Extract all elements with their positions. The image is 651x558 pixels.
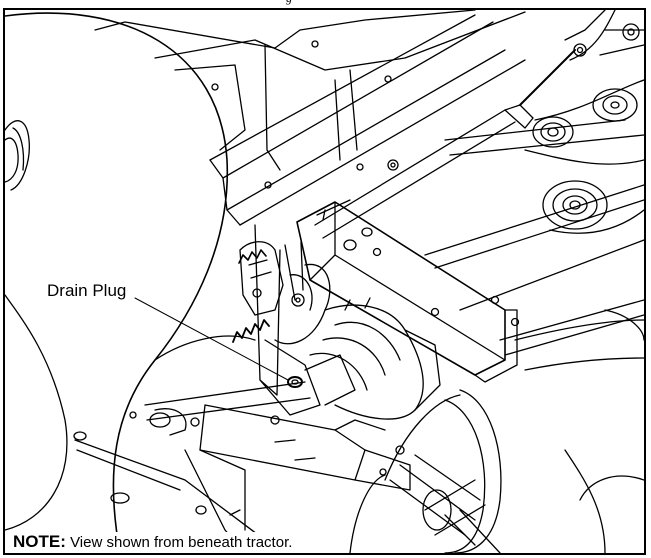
callout-leader	[135, 298, 288, 380]
note-text: View shown from beneath tractor.	[70, 534, 292, 551]
left-tire	[5, 13, 255, 553]
note-label: NOTE:	[13, 532, 66, 551]
lower-frame	[74, 382, 500, 553]
tension-spring	[505, 10, 644, 128]
transaxle	[240, 242, 440, 419]
right-wheel	[350, 310, 644, 553]
drain-plug-label: Drain Plug	[45, 281, 128, 301]
lower-right-rails	[515, 320, 644, 370]
caption-fragment: g	[286, 0, 292, 5]
mounting-plates	[255, 200, 350, 395]
figure-frame: Drain Plug NOTE: View shown from beneath…	[3, 8, 646, 555]
idler-pulleys	[525, 80, 644, 233]
figure-note: NOTE: View shown from beneath tractor.	[11, 532, 296, 553]
